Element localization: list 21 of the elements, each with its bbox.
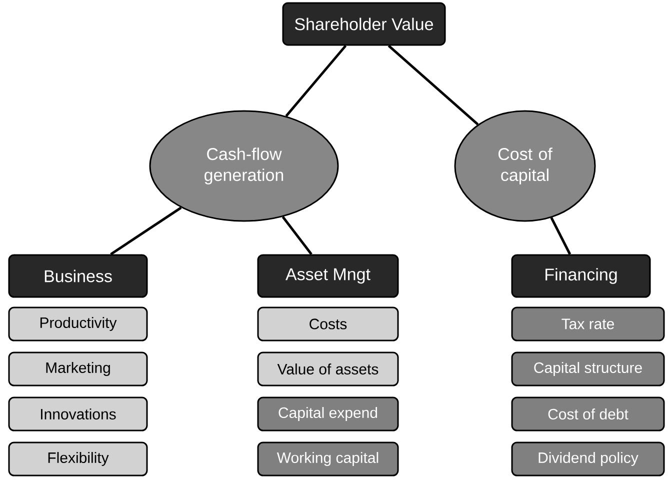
item-box: Flexibility bbox=[8, 442, 148, 476]
item-box: Cost of debt bbox=[511, 396, 665, 432]
item-box: Value of assets bbox=[257, 352, 399, 386]
heading-box: Shareholder Value bbox=[282, 2, 446, 46]
heading-box: Business bbox=[8, 254, 148, 298]
connector-line bbox=[110, 206, 182, 256]
heading-box: Asset Mngt bbox=[257, 254, 399, 298]
item-box: Productivity bbox=[8, 306, 148, 342]
item-box: Working capital bbox=[257, 442, 399, 476]
item-box: Capital expend bbox=[257, 396, 399, 432]
item-box: Tax rate bbox=[511, 306, 665, 342]
connector-line bbox=[550, 217, 572, 255]
item-box: Dividend policy bbox=[511, 442, 665, 476]
heading-box: Financing bbox=[511, 254, 651, 298]
item-box: Capital structure bbox=[511, 352, 665, 386]
connector-line bbox=[388, 44, 479, 126]
item-box: Costs bbox=[257, 306, 399, 342]
item-box: Marketing bbox=[8, 352, 148, 386]
item-box: Innovations bbox=[8, 396, 148, 432]
connector-line bbox=[282, 216, 312, 255]
connector-line bbox=[285, 44, 347, 117]
